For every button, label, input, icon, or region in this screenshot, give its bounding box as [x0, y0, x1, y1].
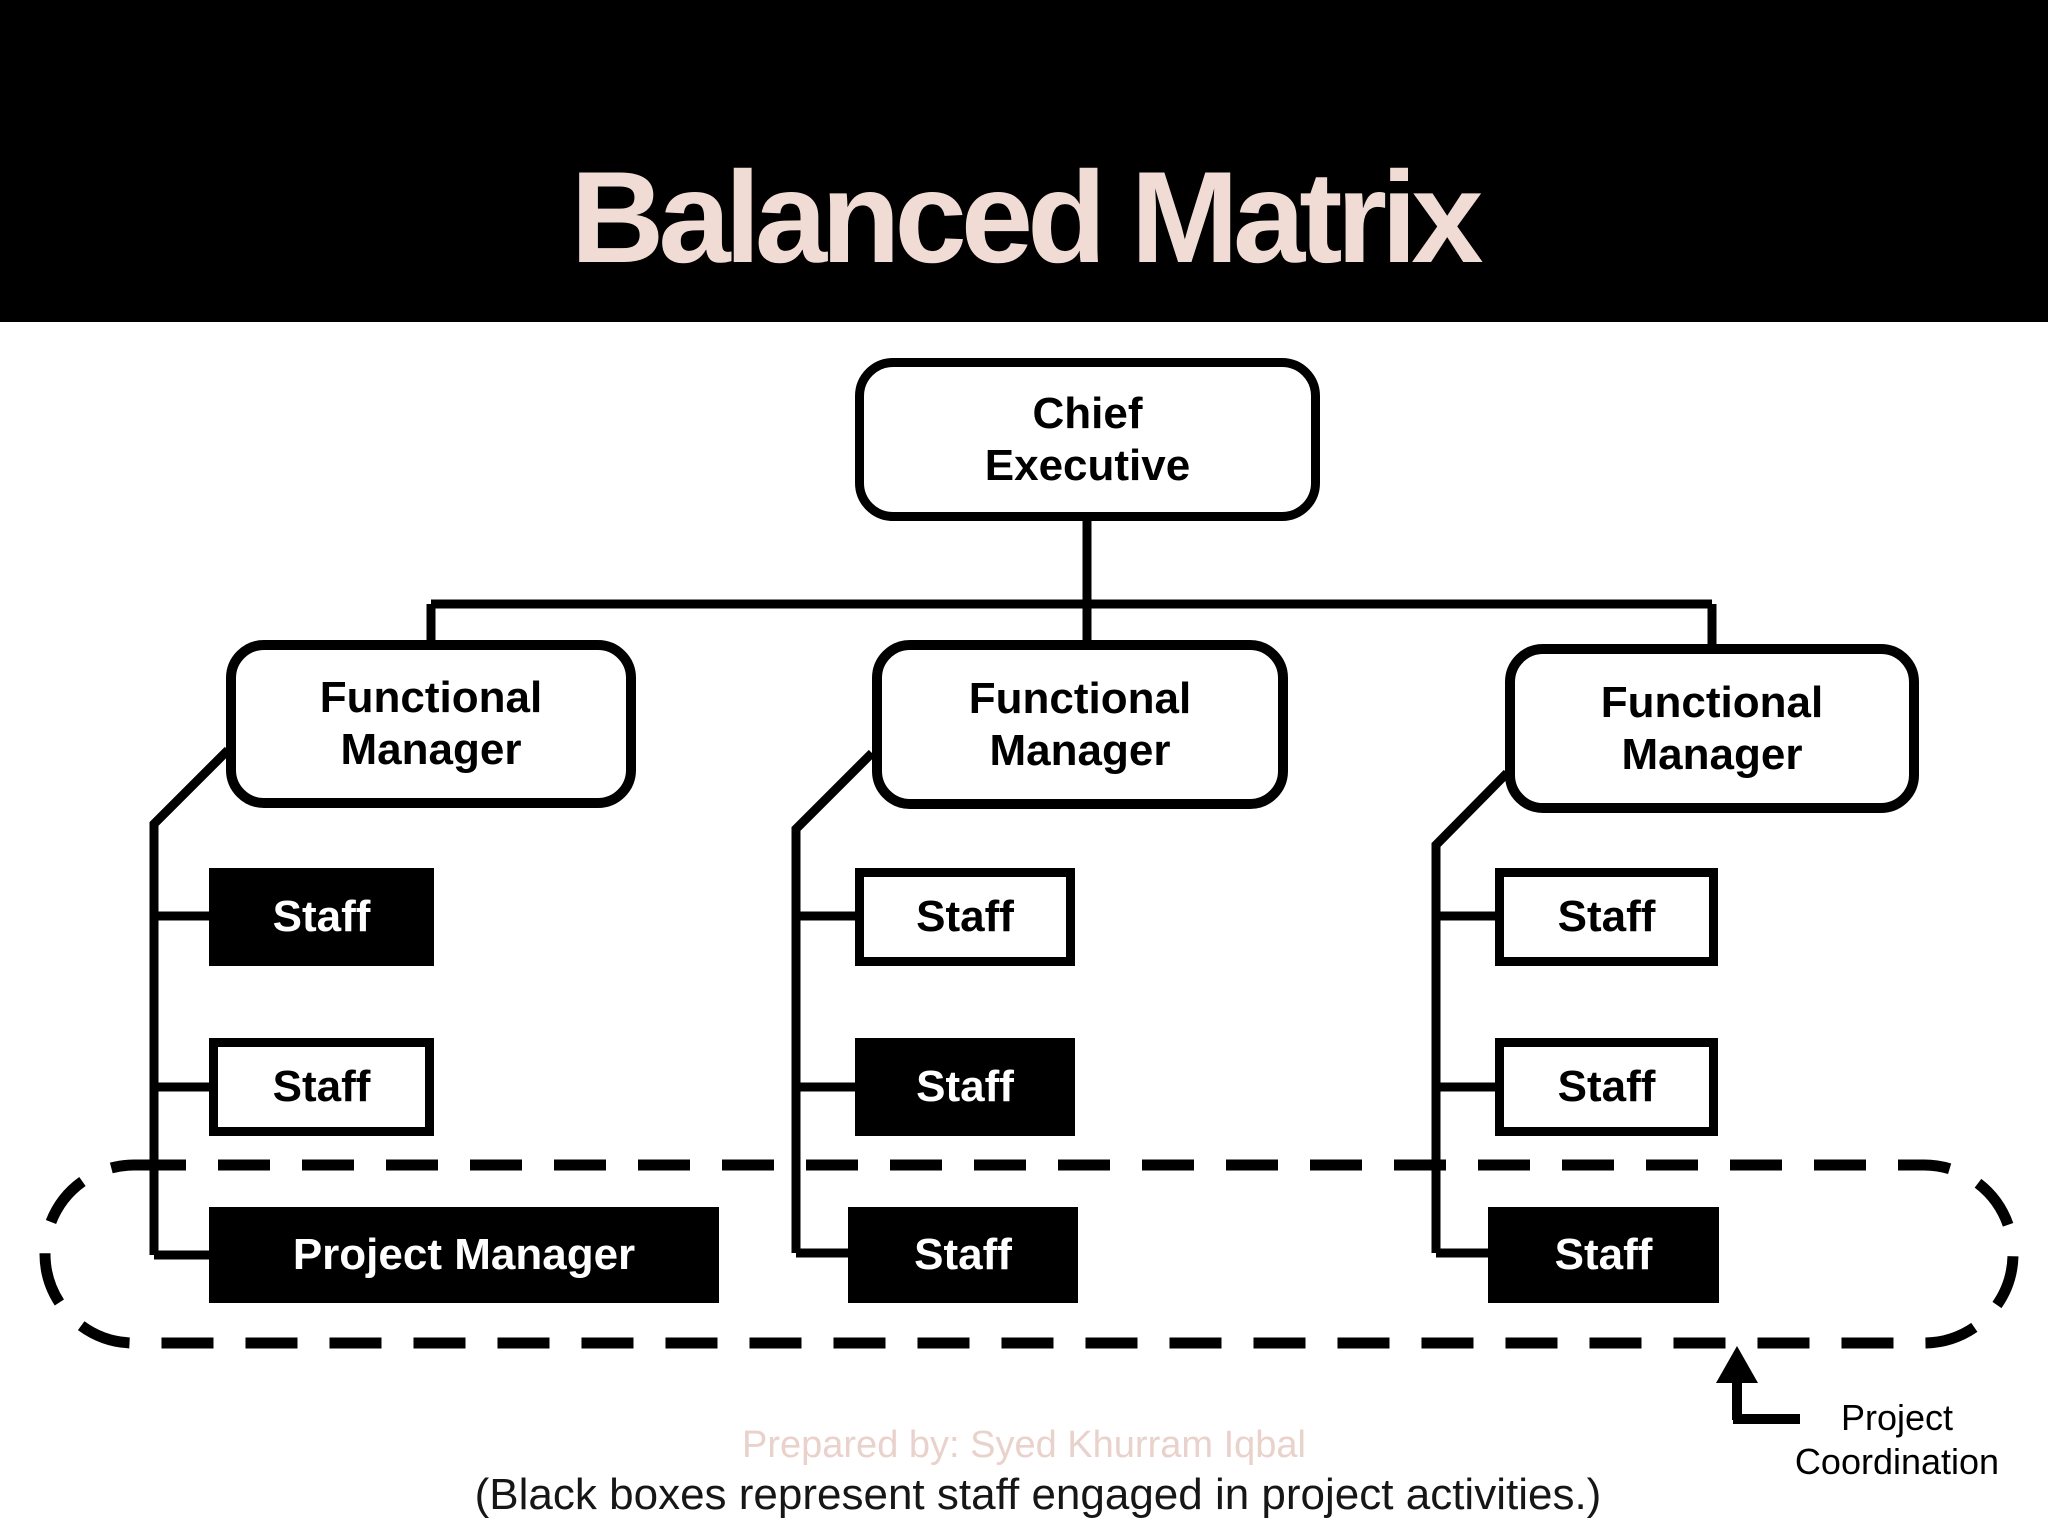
- spine-col1: [149, 746, 232, 1255]
- header-band: [0, 0, 2048, 322]
- legend-caption: (Black boxes represent staff engaged in …: [474, 1470, 1602, 1519]
- node-functional-manager-1: Functional Manager: [226, 640, 636, 808]
- node-staff-col2-row2: Staff: [855, 1038, 1075, 1136]
- spine-col3: [1431, 769, 1511, 1253]
- project-coordination-boundary: [39, 1159, 2019, 1349]
- node-chief-executive: Chief Executive: [855, 358, 1320, 521]
- project-coordination-label: Project Coordination: [1794, 1397, 2000, 1482]
- node-functional-manager-3: Functional Manager: [1505, 644, 1919, 813]
- node-staff-col3-row3: Staff: [1488, 1207, 1719, 1303]
- spine-col2: [791, 749, 876, 1253]
- prepared-by-text: Prepared by: Syed Khurram Iqbal: [742, 1424, 1306, 1466]
- node-functional-manager-2: Functional Manager: [872, 640, 1288, 809]
- node-staff-col1-row2: Staff: [209, 1038, 434, 1136]
- node-staff-col2-row3: Staff: [848, 1207, 1078, 1303]
- node-staff-col3-row2: Staff: [1495, 1038, 1718, 1136]
- node-staff-col3-row1: Staff: [1495, 868, 1718, 966]
- node-staff-col2-row1: Staff: [855, 868, 1075, 966]
- node-project-manager: Project Manager: [209, 1207, 719, 1303]
- slide-title: Balanced Matrix: [570, 144, 1483, 290]
- coordination-arrowhead: [1716, 1346, 1758, 1383]
- node-staff-col1-row1: Staff: [209, 868, 434, 966]
